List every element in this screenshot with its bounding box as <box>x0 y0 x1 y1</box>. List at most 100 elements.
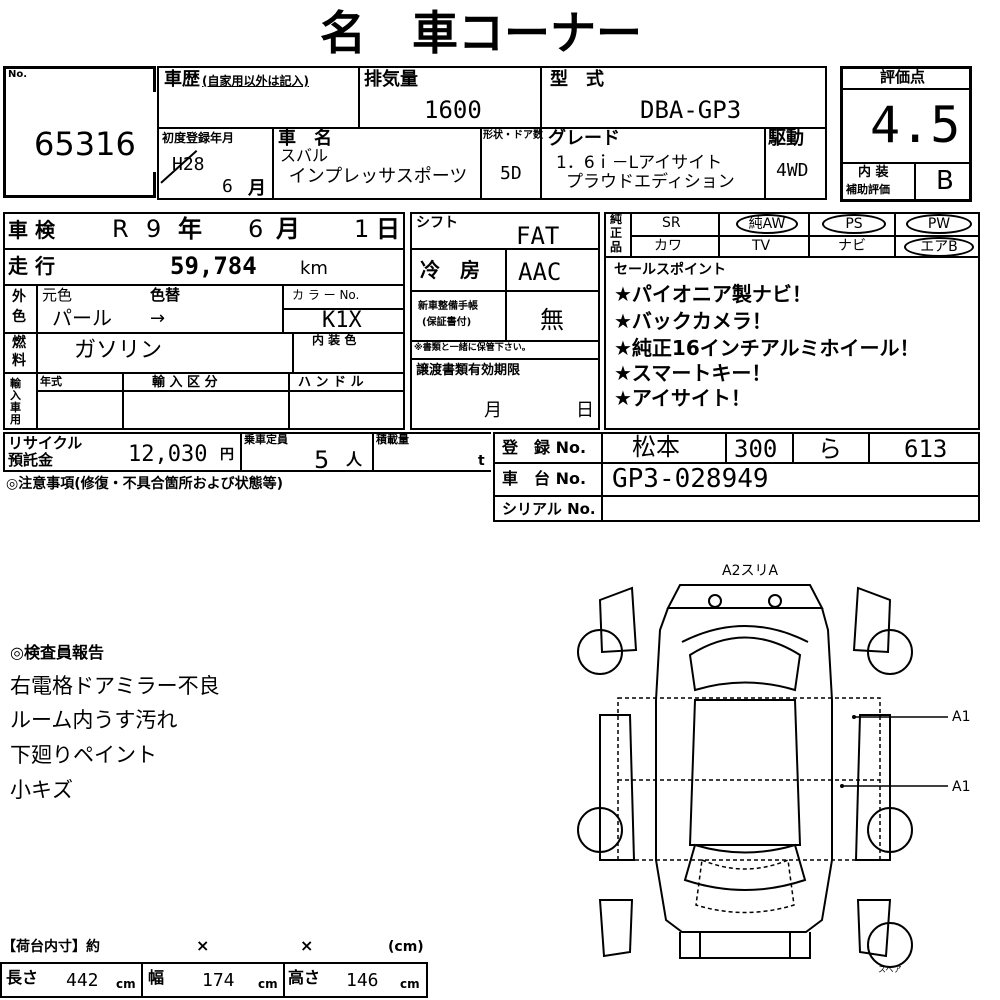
chassis-label: 車 台 No. <box>502 469 587 488</box>
equip-power-window: PW <box>906 214 972 234</box>
car-model-name: インプレッサスポーツ <box>288 166 468 187</box>
grade-line-1: 1．6ｉ－Lアイサイト <box>556 153 723 173</box>
exterior-label-1: 外 <box>12 289 26 305</box>
shaken-label: 車 検 <box>8 218 55 242</box>
fuel-label-1: 燃 <box>12 335 26 351</box>
sales-points-box <box>604 258 980 430</box>
orig-color-label: 元色 <box>42 286 73 304</box>
aircon-label: 冷 房 <box>420 258 480 282</box>
rating-score: 4.5 <box>870 96 961 154</box>
first-reg-label: 初度登録年月 <box>162 131 235 145</box>
capacity-value: 5 <box>314 446 330 474</box>
import-label: 輸入車用 <box>10 377 21 426</box>
cargo-x1: × <box>196 936 210 955</box>
chassis-value: GP3-028949 <box>612 464 769 494</box>
import-class-label: 輸 入 区 分 <box>152 375 218 390</box>
import-year-label: 年式 <box>40 375 62 388</box>
inspector-item-1: 右電格ドアミラー不良 <box>10 674 220 698</box>
inspector-item-4: 小キズ <box>10 778 73 802</box>
recycle-row <box>3 432 491 472</box>
color-no-label: カ ラ ー No. <box>292 288 360 302</box>
cargo-label: 【荷台内寸】約 <box>2 939 100 955</box>
exterior-label-2: 色 <box>12 309 26 325</box>
sales-point-3: ★純正16インチアルミホイール！ <box>614 336 920 360</box>
cargo-height: 146 <box>346 970 379 991</box>
sales-point-5: ★アイサイト！ <box>614 386 751 410</box>
interior-score: B <box>936 166 954 196</box>
damage-mark-1: A1 <box>952 709 971 725</box>
inspector-item-2: ルーム内うす汚れ <box>10 708 178 732</box>
serial-label: シリアル No. <box>502 500 596 518</box>
interior-label-2: 補助評価 <box>846 183 890 196</box>
cargo-width-cm: cm <box>258 977 278 991</box>
displacement-value: 1600 <box>424 96 482 124</box>
transfer-label: 譲渡書類有効期限 <box>416 363 521 378</box>
fuel-label-2: 料 <box>12 353 26 369</box>
inspection-grid <box>3 212 405 430</box>
load-unit: t <box>478 453 485 469</box>
page-title: 名 車コーナー <box>320 6 642 60</box>
displacement-label: 排気量 <box>364 69 418 90</box>
equip-label-2: 正 <box>610 226 623 240</box>
recycle-value: 12,030 <box>128 442 208 467</box>
shaken-month: 6 <box>248 215 264 243</box>
equip-leather: カワ <box>654 238 682 254</box>
history-note: (自家用以外は記入) <box>202 74 309 88</box>
sales-point-2: ★バックカメラ！ <box>614 309 772 333</box>
equip-label-3: 品 <box>610 240 623 254</box>
cargo-grid <box>0 962 428 998</box>
registration-class: 300 <box>734 435 778 463</box>
repaint-label: 色替 <box>150 286 181 304</box>
equip-alloy-wheel: 純AW <box>736 214 798 234</box>
notes-label: ◎注意事項(修復・不具合箇所および状態等) <box>6 476 284 492</box>
maint-label-1: 新車整備手帳 <box>418 301 478 312</box>
load-label: 積載量 <box>376 433 409 446</box>
maint-value: 無 <box>540 306 564 334</box>
mileage-value: 59,784 <box>170 252 257 280</box>
shaken-era: R <box>112 215 129 243</box>
shift-grid <box>410 212 600 430</box>
equip-navi: ナビ <box>838 238 866 254</box>
maint-label-2: (保証書付) <box>422 317 472 328</box>
inspector-item-3: 下廻りペイント <box>10 743 157 767</box>
interior-label-1: 内 装 <box>858 165 889 180</box>
cargo-unit: (cm) <box>388 939 424 955</box>
damage-mark-2: A1 <box>952 779 971 795</box>
cargo-length-cm: cm <box>116 977 136 991</box>
import-handle-label: ハ ン ド ル <box>298 375 364 390</box>
recycle-unit: 円 <box>220 447 234 463</box>
shaken-month-unit: 月 <box>276 215 300 243</box>
vehicle-spec-grid <box>157 66 827 200</box>
fuel-value: ガソリン <box>74 338 163 363</box>
sales-points-label: セールスポイント <box>614 262 726 278</box>
sales-point-1: ★パイオニア製ナビ！ <box>614 282 812 306</box>
model-label: 型 式 <box>550 69 604 90</box>
grade-line-2: プラウドエディション <box>566 172 735 192</box>
first-reg-year: H28 <box>172 154 205 175</box>
maint-note: ※書類と一緒に保管下さい。 <box>414 343 531 353</box>
first-reg-month-unit: 月 <box>248 178 266 199</box>
lot-box <box>3 66 156 198</box>
mileage-label: 走 行 <box>8 254 55 278</box>
grade-label: グレード <box>548 128 620 149</box>
transfer-month-unit: 月 <box>484 400 502 421</box>
orig-color-value: パール <box>52 306 112 330</box>
cargo-height-label: 高さ <box>288 968 321 987</box>
cargo-width-label: 幅 <box>148 968 165 987</box>
body-doors-value: 5D <box>500 163 522 184</box>
lot-number: 65316 <box>34 125 136 163</box>
mileage-unit: km <box>300 258 328 279</box>
shaken-year-unit: 年 <box>178 215 202 243</box>
capacity-label: 乗車定員 <box>244 433 288 446</box>
cargo-x2: × <box>300 936 314 955</box>
spare-label: スペア <box>878 965 902 974</box>
equip-airbag: エアB <box>904 237 974 257</box>
body-doors-label: 形状・ドア数 <box>483 130 543 141</box>
history-label: 車歴 <box>164 69 200 90</box>
equip-sr: SR <box>662 215 681 231</box>
damage-top-mark: A2スリA <box>722 563 779 579</box>
registration-area: 松本 <box>632 433 680 461</box>
shift-label: シフト <box>416 215 458 231</box>
cargo-length: 442 <box>66 970 99 991</box>
first-reg-month: 6 <box>222 176 233 197</box>
